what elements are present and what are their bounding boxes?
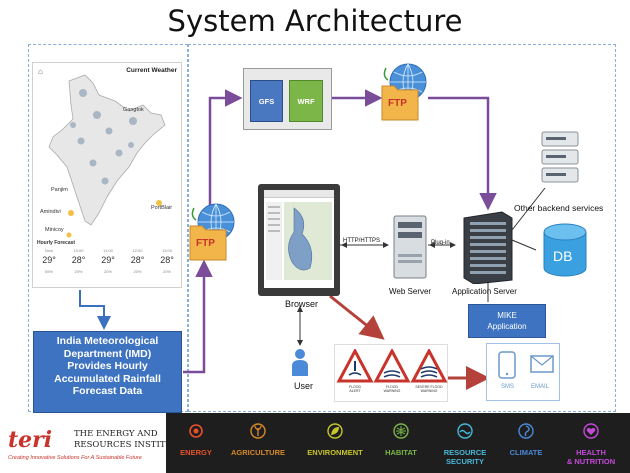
imd-line: Forecast Data: [72, 385, 143, 398]
weather-heading: Current Weather: [126, 67, 177, 74]
email-label: EMAIL: [531, 384, 550, 390]
severe-flood-warning-icon: [410, 349, 448, 383]
health-nutrition-icon: [583, 423, 599, 439]
http-label: HTTP/HTTPS: [343, 238, 380, 244]
theme-habitat: HABITAT: [374, 413, 428, 473]
imd-line: Provides Hourly: [67, 360, 148, 373]
page-title: System Architecture: [167, 4, 463, 38]
habitat-icon: [393, 423, 409, 439]
org-name: The Energy and Resources Institute: [74, 429, 185, 451]
hourly-forecast-title: Hourly Forecast: [37, 240, 76, 246]
theme-agriculture: AGRICULTURE: [222, 413, 294, 473]
imd-line: India Meteorological: [56, 335, 159, 347]
flood-map-icon: [266, 202, 332, 280]
wrf-model-box: WRF: [289, 80, 323, 122]
environment-icon: [327, 423, 343, 439]
city-amindivi: Amindivi: [40, 209, 61, 215]
plugin-label: Plug-in: [431, 240, 450, 246]
city-minicoy: Minicoy: [45, 227, 64, 233]
other-backend-label: Other backend services: [514, 203, 604, 213]
agriculture-icon: [250, 423, 266, 439]
org-tagline: Creating Innovative Solutions For A Sust…: [8, 455, 142, 461]
org-name-line1: The Energy and: [74, 429, 158, 439]
ftp-label: FTP: [388, 98, 407, 109]
theme-climate: CLIMATE: [500, 413, 552, 473]
ftp-right-group: FTP: [378, 60, 428, 122]
india-map-icon: [48, 74, 166, 238]
backend-server-icon: [541, 131, 579, 183]
user-icon: [292, 349, 308, 376]
wrf-label: WRF: [297, 96, 315, 106]
gfs-label: GFS: [258, 96, 275, 106]
climate-icon: [518, 423, 534, 439]
notification-icons: [498, 351, 554, 379]
ftp-label: FTP: [196, 238, 215, 249]
browser-screen: [264, 190, 334, 288]
mike-line: MIKE: [497, 311, 517, 320]
flood-alert-icon: [336, 349, 374, 383]
email-envelope-icon: [530, 355, 554, 373]
notification-panel: SMS EMAIL: [486, 343, 560, 401]
imd-line: Accumulated Rainfall: [54, 372, 161, 385]
mike-application-box: MIKE Application: [468, 304, 546, 338]
system-frame: [188, 44, 616, 412]
web-server-icon: [393, 215, 427, 279]
org-name-line2: Resources Institute: [74, 440, 185, 450]
gfs-model-box: GFS: [250, 80, 283, 122]
db-label: DB: [553, 248, 573, 264]
flood-warning-icon: [373, 349, 411, 383]
ftp-globe-icon: [381, 63, 427, 121]
imd-description-box: India Meteorological Department (IMD) Pr…: [33, 331, 182, 413]
mike-line: Application: [487, 322, 527, 331]
sms-phone-icon: [498, 351, 516, 379]
database-icon: [543, 223, 587, 277]
sms-label: SMS: [501, 384, 515, 390]
home-icon[interactable]: ⌂: [38, 67, 43, 76]
browser-frame: [258, 184, 340, 296]
city-panjim: Panjim: [51, 187, 68, 193]
user-label: User: [294, 381, 314, 391]
ftp-globe-icon: [189, 203, 235, 261]
theme-energy: ENERGY: [170, 413, 222, 473]
resource-security-icon: [457, 423, 473, 439]
teri-logo: teri: [8, 427, 53, 453]
warning-triangles: [336, 349, 448, 383]
ftp-left-group: FTP: [186, 200, 236, 262]
theme-health-nutrition: HEALTH& NUTRITION: [556, 413, 626, 473]
application-server-label: Application Server: [452, 287, 517, 296]
web-server-label: Web Server: [389, 287, 432, 296]
weather-panel: ⌂ Current Weather Gangtok Panjim Amindiv…: [32, 62, 182, 288]
city-gangtok: Gangtok: [123, 107, 144, 113]
themes-bar: ENERGY AGRICULTURE ENVIRONMENT HABITAT R…: [166, 413, 630, 473]
application-server-icon: [463, 211, 513, 284]
city-portblair: PortBlair: [151, 205, 173, 211]
energy-icon: [189, 424, 203, 438]
connector-lines: [79, 89, 546, 390]
theme-environment: ENVIRONMENT: [298, 413, 372, 473]
browser-label: Browser: [285, 299, 319, 309]
imd-line: Department (IMD): [63, 347, 152, 360]
